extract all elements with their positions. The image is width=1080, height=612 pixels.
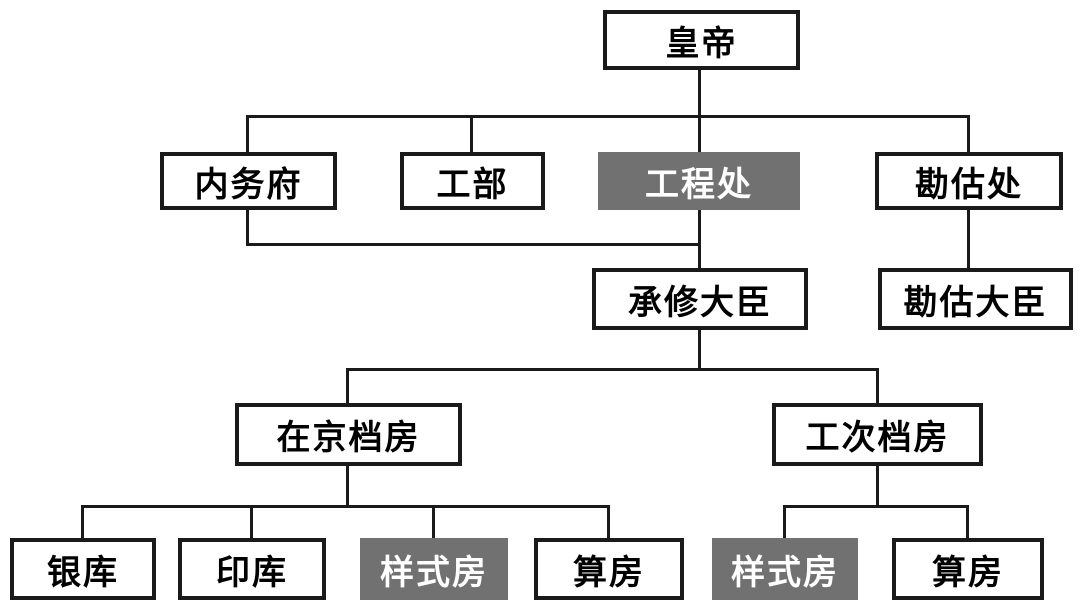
- node-construction-minister: 承修大臣: [592, 268, 808, 330]
- node-emperor: 皇帝: [603, 10, 800, 70]
- connector-engineering-to-construction-minister: [698, 210, 701, 268]
- connector-drop-ministry-of-works: [470, 115, 473, 152]
- connector-imperial-household-down: [246, 210, 249, 246]
- connector-capital-archives-stem: [346, 466, 349, 508]
- connector-drop-estimation-office: [967, 115, 970, 152]
- node-capital-archives: 在京档房: [235, 403, 462, 466]
- connector-construction-minister-stem: [698, 330, 701, 371]
- connector-worksite-archives-stem: [876, 466, 879, 508]
- node-style-house-capital: 样式房: [360, 538, 508, 600]
- connector-emperor-stem: [698, 70, 701, 118]
- connector-drop-accounting-house-capital: [607, 505, 610, 538]
- connector-archives-bus: [346, 368, 879, 371]
- connector-worksite-children-bus: [783, 505, 969, 508]
- connector-drop-style-house-worksite: [783, 505, 786, 538]
- connector-drop-seal-vault: [250, 505, 253, 538]
- connector-drop-worksite-archives: [876, 368, 879, 403]
- node-worksite-archives: 工次档房: [772, 403, 983, 466]
- connector-drop-accounting-house-worksite: [966, 505, 969, 538]
- node-estimation-minister: 勘估大臣: [878, 268, 1073, 330]
- node-silver-vault: 银库: [10, 538, 156, 600]
- node-accounting-house-worksite: 算房: [892, 538, 1044, 600]
- connector-capital-children-bus: [81, 505, 610, 508]
- connector-level2-bus: [246, 115, 970, 118]
- node-seal-vault: 印库: [178, 538, 326, 600]
- node-accounting-house-capital: 算房: [534, 538, 684, 600]
- connector-imperial-household-to-construction-minister: [246, 243, 701, 246]
- node-imperial-household-dept: 内务府: [160, 152, 337, 210]
- node-style-house-worksite: 样式房: [712, 538, 858, 600]
- connector-estimation-office-to-estimation-minister: [967, 210, 970, 268]
- connector-drop-silver-vault: [81, 505, 84, 538]
- connector-drop-engineering-office: [698, 115, 701, 152]
- connector-drop-imperial-household: [246, 115, 249, 152]
- connector-drop-style-house-capital: [432, 505, 435, 538]
- connector-drop-capital-archives: [346, 368, 349, 403]
- node-ministry-of-works: 工部: [400, 152, 545, 210]
- node-engineering-office: 工程处: [598, 152, 800, 210]
- node-estimation-office: 勘估处: [875, 152, 1063, 210]
